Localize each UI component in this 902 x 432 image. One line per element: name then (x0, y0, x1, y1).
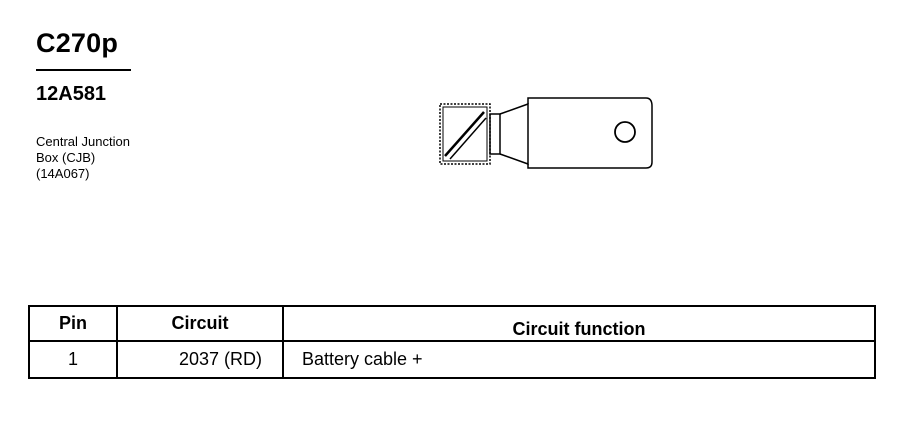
table-row: 1 2037 (RD) Battery cable + (28, 340, 876, 379)
component-description: Central Junction Box (CJB) (14A067) (36, 134, 130, 182)
description-line: Central Junction (36, 134, 130, 149)
connector-id: C270p (36, 28, 119, 58)
column-header-circuit: Circuit (116, 305, 284, 342)
pin-cell: 1 (28, 340, 118, 379)
battery-cable-ring-terminal-icon (439, 97, 653, 169)
circuit-cell: 2037 (RD) (116, 340, 284, 379)
part-number: 12A581 (36, 83, 107, 105)
column-header-pin: Pin (28, 305, 118, 342)
description-line: (14A067) (36, 166, 90, 181)
table-header-row: Pin Circuit Circuit function (28, 305, 876, 342)
circuit-function-cell: Battery cable + (282, 340, 876, 379)
connector-id-underline (36, 69, 131, 71)
pin-table: Pin Circuit Circuit function 1 2037 (RD)… (28, 305, 876, 379)
description-line: Box (CJB) (36, 150, 96, 165)
column-header-circuit-function: Circuit function (282, 305, 876, 342)
